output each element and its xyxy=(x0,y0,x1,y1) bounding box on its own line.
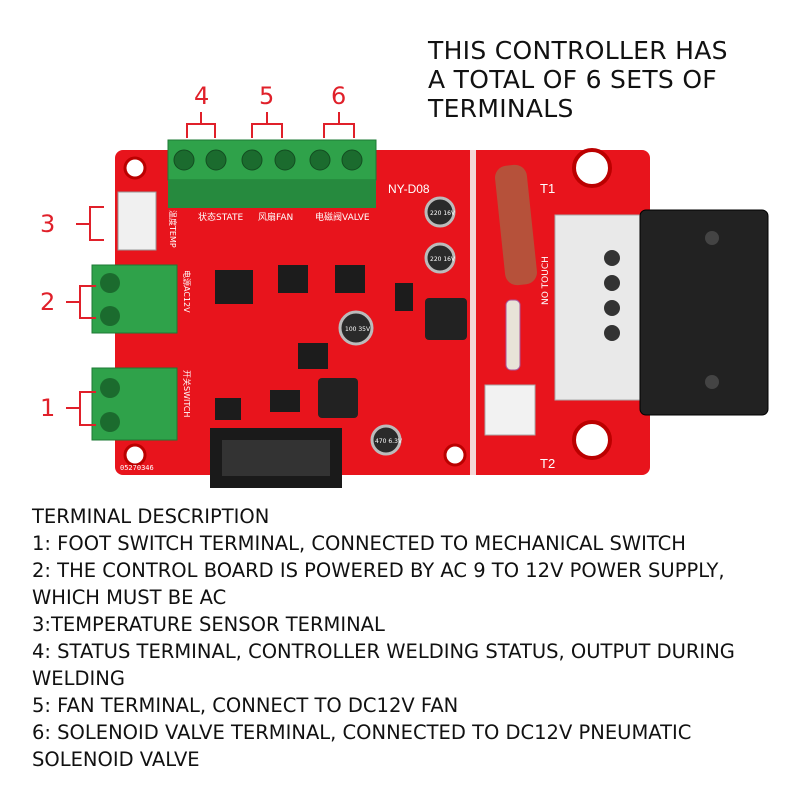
callout-bracket-4 xyxy=(186,112,216,138)
mount-hole-t2 xyxy=(572,420,612,460)
description-line: WHICH MUST BE AC xyxy=(32,586,227,609)
relay-bracket xyxy=(554,214,646,401)
ic-chip xyxy=(335,265,365,293)
headline-line-2: A TOTAL OF 6 SETS OF xyxy=(428,65,717,94)
description-line: 4: STATUS TERMINAL, CONTROLLER WELDING S… xyxy=(32,640,735,663)
resistor xyxy=(505,299,521,371)
mount-hole xyxy=(123,156,147,180)
callout-bracket-1 xyxy=(66,391,96,426)
temp-connector xyxy=(117,191,157,251)
board-temp-label: 温度TEMP xyxy=(168,210,178,248)
ic-chip xyxy=(215,398,241,420)
ic-chip xyxy=(298,343,328,369)
pcb-divider xyxy=(470,150,476,475)
callout-bracket-2 xyxy=(66,285,96,319)
capacitor-label: 100 35V xyxy=(345,326,371,333)
description-line: 1: FOOT SWITCH TERMINAL, CONNECTED TO ME… xyxy=(32,532,686,555)
description-line: 6: SOLENOID VALVE TERMINAL, CONNECTED TO… xyxy=(32,721,692,744)
description-line: WELDING xyxy=(32,667,125,690)
ic-chip xyxy=(395,283,413,311)
mount-hole xyxy=(443,443,467,467)
terminal-number-3: 3 xyxy=(40,210,56,238)
callout-bracket-6 xyxy=(323,112,355,138)
description-line: 5: FAN TERMINAL, CONNECT TO DC12V FAN xyxy=(32,694,459,717)
headline: THIS CONTROLLER HAS A TOTAL OF 6 SETS OF… xyxy=(428,36,788,123)
terminal-number-5: 5 xyxy=(259,82,275,110)
optocoupler xyxy=(484,384,536,436)
board-ac-label: 电源AC12V xyxy=(182,270,192,313)
ic-chip xyxy=(215,270,253,304)
callout-bracket-3 xyxy=(76,206,104,241)
board-t1: T1 xyxy=(540,181,555,196)
description-line: SOLENOID VALVE xyxy=(32,748,200,771)
inductor xyxy=(425,298,467,340)
ic-chip xyxy=(278,265,308,293)
capacitor xyxy=(424,196,456,228)
board-serial: 05270346 xyxy=(120,464,154,472)
mount-hole-t1 xyxy=(572,148,612,188)
film-capacitor xyxy=(495,164,537,286)
capacitor-label: 470 6.3V xyxy=(375,438,403,445)
terminal-number-2: 2 xyxy=(40,288,56,316)
terminal-number-4: 4 xyxy=(194,82,210,110)
board-model: NY-D08 xyxy=(388,182,430,196)
mount-hole xyxy=(123,443,147,467)
board-fan-label: 风扇FAN xyxy=(258,211,293,223)
controller-board-illustration: NY-D08 状态STATE 风扇FAN 电磁阀VALVE 温度TEMP 电源A… xyxy=(66,112,769,488)
terminal-number-6: 6 xyxy=(331,82,347,110)
description-line: 2: THE CONTROL BOARD IS POWERED BY AC 9 … xyxy=(32,559,725,582)
ic-chip xyxy=(270,390,300,412)
board-no-touch: NO TOUCH xyxy=(541,256,551,305)
board-state-label: 状态STATE xyxy=(198,211,243,223)
terminal-number-1: 1 xyxy=(40,394,56,422)
thyristor xyxy=(639,209,769,416)
board-switch-label: 开关SWITCH xyxy=(182,370,192,417)
board-valve-label: 电磁阀VALVE xyxy=(315,211,370,223)
capacitor-label: 220 16V xyxy=(430,210,456,217)
description-line: 3:TEMPERATURE SENSOR TERMINAL xyxy=(32,613,385,636)
description-heading: TERMINAL DESCRIPTION xyxy=(32,505,270,528)
headline-line-1: THIS CONTROLLER HAS xyxy=(428,36,728,65)
callout-bracket-5 xyxy=(251,112,283,138)
headline-line-3: TERMINALS xyxy=(428,94,574,123)
capacitor xyxy=(370,424,402,456)
capacitor-label: 220 16V xyxy=(430,256,456,263)
terminal-block-top xyxy=(167,139,377,181)
terminal-description: TERMINAL DESCRIPTION 1: FOOT SWITCH TERM… xyxy=(32,503,792,773)
capacitor xyxy=(338,310,374,346)
inductor xyxy=(318,378,358,418)
board-t2: T2 xyxy=(540,456,555,471)
terminal-block-top-base xyxy=(168,180,376,208)
capacitor xyxy=(424,242,456,274)
